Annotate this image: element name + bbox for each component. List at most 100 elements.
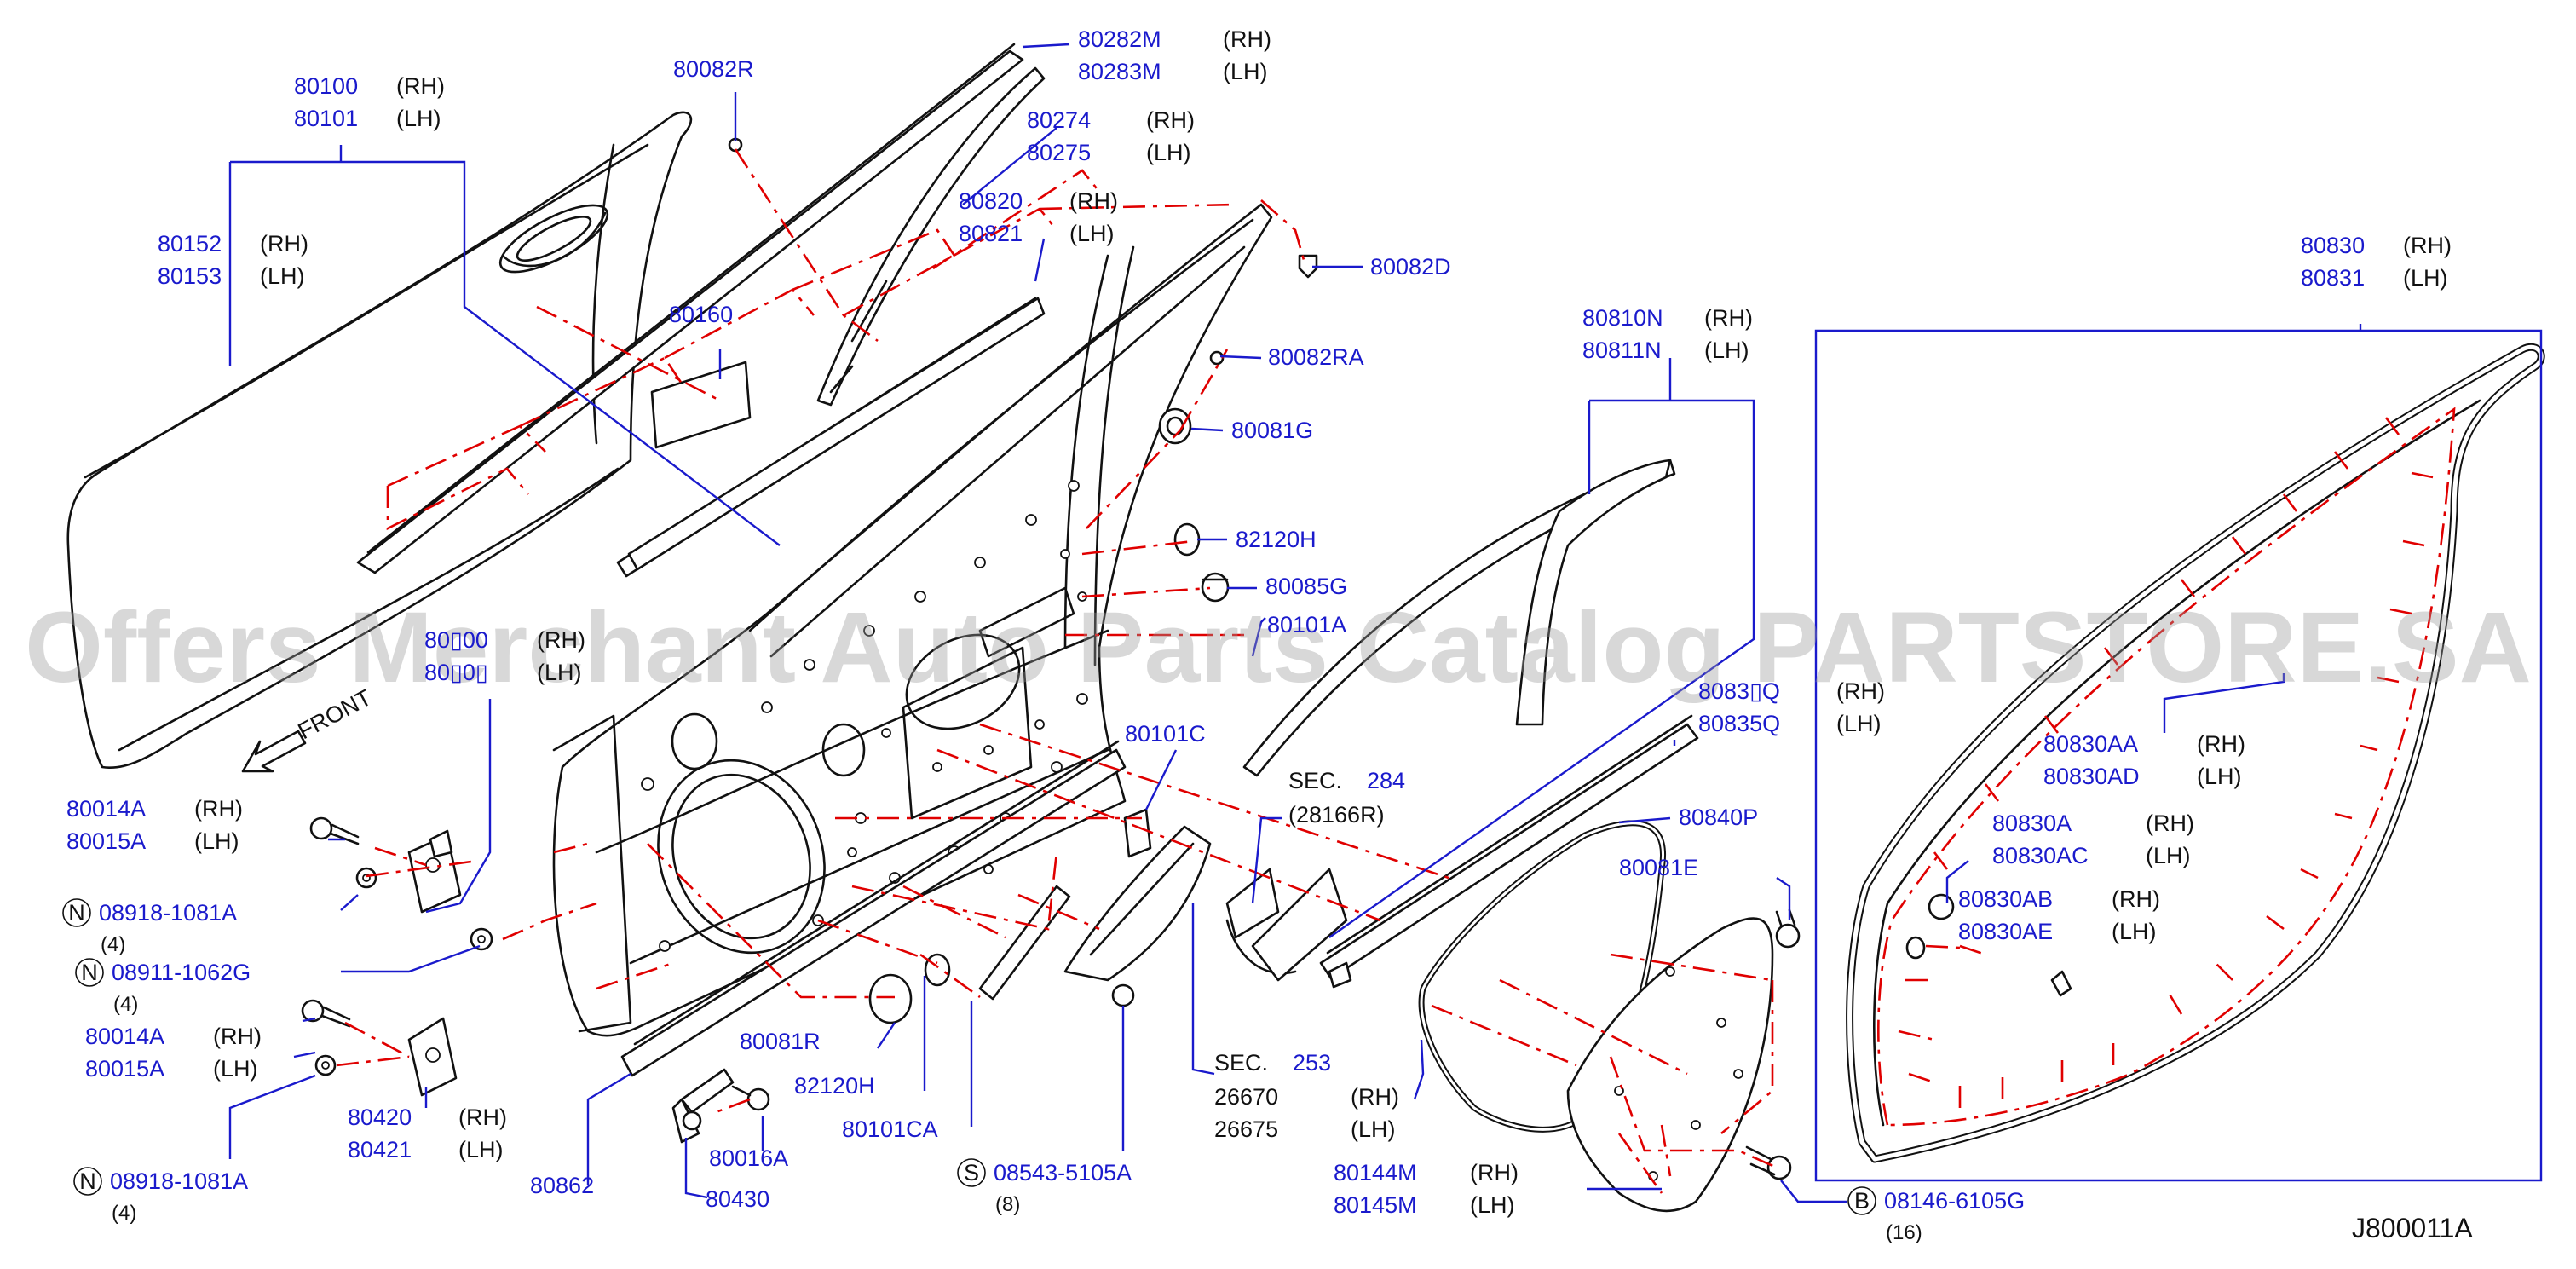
callout-80082r-part: 80082R	[673, 56, 754, 82]
callout-80400-lh-tag: (LH)	[537, 660, 582, 685]
callout-80016a-part: 80016A	[709, 1145, 788, 1171]
callout-80830a-rh-tag: (RH)	[2146, 810, 2194, 836]
callout-80420-lh: 80421	[348, 1137, 412, 1162]
callout-n08918-bot-part: 08918-1081A	[110, 1168, 248, 1194]
callout-s08543-part: 08543-5105A	[994, 1160, 1132, 1185]
callout-80830ab-lh-tag: (LH)	[2112, 919, 2157, 944]
lower-hinge	[407, 1017, 458, 1097]
callout-n08918-bot-qty: (4)	[112, 1202, 136, 1225]
callout-80274-rh-tag: (RH)	[1146, 107, 1195, 133]
callout-80081g-part: 80081G	[1231, 418, 1313, 443]
callout-80820-lh: 80821	[959, 221, 1023, 246]
callout-80014a-top-lh-tag: (LH)	[194, 828, 239, 854]
callout-80152-lh-tag: (LH)	[260, 263, 305, 289]
callout-80830-rh-tag: (RH)	[2403, 233, 2452, 258]
callout-80144m-lh: 80145M	[1334, 1192, 1417, 1218]
callout-80830-lh-tag: (LH)	[2403, 265, 2448, 291]
callout-80834q-lh: 80835Q	[1698, 711, 1780, 736]
callout-80400-lh: 80▯0▯	[424, 660, 488, 685]
callout-80830a-lh: 80830AC	[1992, 843, 2089, 868]
callout-80101c-part: 80101C	[1125, 721, 1206, 747]
callout-80834q-rh-tag: (RH)	[1836, 678, 1885, 704]
callout-s08543-badge-letter: S	[964, 1160, 979, 1185]
outer-door-panel	[66, 111, 693, 770]
callout-80830ab-rh: 80830AB	[1958, 886, 2053, 912]
callout-80830aa-lh-tag: (LH)	[2197, 764, 2242, 789]
sealing-screen	[1566, 917, 1774, 1213]
callout-80101ca-part: 80101CA	[842, 1116, 938, 1142]
callout-80830a-lh-tag: (LH)	[2146, 843, 2191, 868]
callout-80830aa-rh: 80830AA	[2043, 731, 2138, 757]
callout-n08918-top-qty: (4)	[101, 933, 125, 956]
callout-80014a-top-rh-tag: (RH)	[194, 796, 243, 822]
caution-label	[650, 361, 752, 449]
callout-sec253-rh: 26670	[1214, 1084, 1278, 1110]
callout-80862-part: 80862	[530, 1173, 594, 1198]
callout-n08911-qty: (4)	[113, 993, 138, 1016]
callout-80282m-rh-tag: (RH)	[1223, 26, 1271, 52]
callout-80144m-lh-tag: (LH)	[1470, 1192, 1515, 1218]
callout-80830a-rh: 80830A	[1992, 810, 2072, 836]
callout-80014a-bot-lh-tag: (LH)	[213, 1056, 258, 1082]
callout-80100-rh-tag: (RH)	[396, 73, 445, 99]
callout-80430-part: 80430	[706, 1186, 769, 1212]
callout-n08918-bot-badge-letter: N	[79, 1168, 96, 1194]
callout-80820-rh: 80820	[959, 188, 1023, 214]
callout-sec253-rh-tag: (RH)	[1351, 1084, 1399, 1110]
callout-labels: 80100 (RH) 80101 (LH) 80152 (RH) 80153 (LH) 8008…	[62, 26, 2452, 1244]
callout-80144m-rh-tag: (RH)	[1470, 1160, 1519, 1185]
callout-80840p-part: 80840P	[1679, 805, 1758, 830]
callout-80282m-lh-tag: (LH)	[1223, 59, 1268, 84]
callout-80820-lh-tag: (LH)	[1069, 221, 1115, 246]
callout-80830ab-rh-tag: (RH)	[2112, 886, 2160, 912]
callout-80282m-lh: 80283M	[1078, 59, 1161, 84]
watermark: Offers Merchant Auto Parts Catalog PARTS…	[25, 591, 2532, 704]
callout-80274-lh: 80275	[1027, 140, 1091, 165]
glass-run-upper	[1242, 459, 1676, 777]
door-lock-actuator	[1063, 825, 1348, 982]
callout-sec253-lh-tag: (LH)	[1351, 1116, 1396, 1142]
callout-82120h-bot-part: 82120H	[794, 1073, 875, 1099]
callout-80810n-lh-tag: (LH)	[1704, 337, 1749, 363]
callout-n08918-top-badge-ring	[62, 898, 91, 927]
callout-n08918-top-badge-letter: N	[68, 900, 85, 926]
callout-80152-lh: 80153	[158, 263, 222, 289]
callout-n08911-badge-ring	[75, 958, 104, 987]
callout-80834q-lh-tag: (LH)	[1836, 711, 1882, 736]
callout-sec253-num: 253	[1293, 1050, 1331, 1076]
callout-80420-lh-tag: (LH)	[458, 1137, 504, 1162]
callout-80160-part: 80160	[669, 302, 733, 327]
callout-80014a-bot-rh: 80014A	[85, 1024, 164, 1049]
callout-80834q-rh: 8083▯Q	[1698, 678, 1780, 704]
callout-80100-lh: 80101	[294, 106, 358, 131]
callout-sec284-sub: (28166R)	[1288, 802, 1385, 828]
window-sash-moulding	[816, 66, 1046, 407]
diagram-code: J800011A	[2352, 1213, 2473, 1243]
reference-lines	[336, 148, 2456, 1194]
callout-b08146-qty: (16)	[1886, 1221, 1922, 1244]
callout-80152-rh-tag: (RH)	[260, 231, 308, 257]
door-sill-strip	[620, 740, 1127, 1077]
callout-80085g-part: 80085G	[1265, 574, 1347, 599]
callout-80100-rh: 80100	[294, 73, 358, 99]
callout-80014a-bot-rh-tag: (RH)	[213, 1024, 262, 1049]
callout-s08543-badge-ring	[957, 1158, 986, 1187]
callout-80420-rh: 80420	[348, 1105, 412, 1130]
callout-80830ab-lh: 80830AE	[1958, 919, 2053, 944]
callout-80081e-part: 80081E	[1619, 855, 1698, 880]
callout-80101a-part: 80101A	[1267, 612, 1346, 637]
callout-n08918-bot-badge-ring	[73, 1167, 102, 1196]
callout-80144m-rh: 80144M	[1334, 1160, 1417, 1185]
callout-80152-rh: 80152	[158, 231, 222, 257]
callout-82120h-top-part: 82120H	[1236, 527, 1317, 552]
callout-80081r-part: 80081R	[740, 1029, 821, 1054]
callout-80830-rh: 80830	[2301, 233, 2365, 258]
callout-b08146-part: 08146-6105G	[1884, 1188, 2025, 1214]
callout-n08911-part: 08911-1062G	[112, 960, 251, 985]
plugs-grommets	[728, 137, 2072, 1024]
callout-80820-rh-tag: (RH)	[1069, 188, 1118, 214]
door-check-link	[671, 1068, 735, 1144]
callout-sec253-lh: 26675	[1214, 1116, 1278, 1142]
